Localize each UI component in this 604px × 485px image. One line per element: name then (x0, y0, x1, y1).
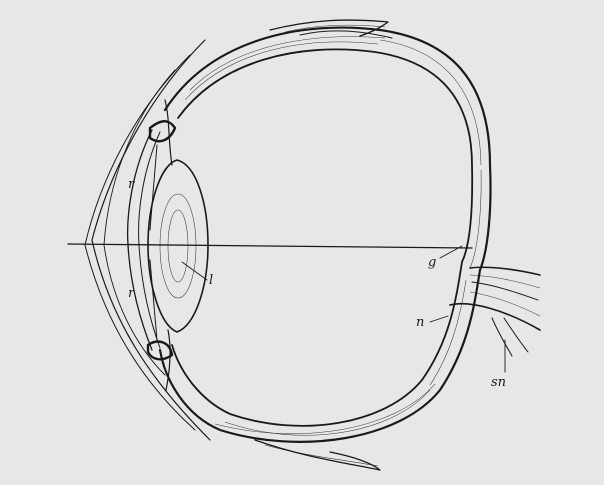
label-g: g (428, 255, 436, 270)
leader-lines (182, 246, 505, 372)
inferior-muscle (255, 440, 380, 470)
label-n: n (416, 315, 424, 330)
lens (148, 160, 208, 332)
label-sn: sn (491, 375, 506, 390)
label-r-upper: r (128, 177, 135, 192)
label-l: l (209, 273, 213, 288)
label-r-lower: r (128, 286, 135, 301)
sclera (160, 28, 491, 442)
ciliary-body-upper (150, 100, 175, 230)
